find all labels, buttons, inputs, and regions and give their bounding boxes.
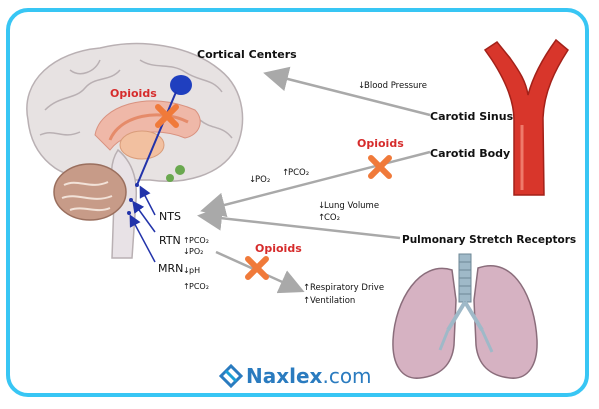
svg-text:↓: ↓ bbox=[318, 201, 325, 211]
annotation-pco2-up: ↑ PCO₂ bbox=[282, 168, 309, 178]
label-mrn: MRN bbox=[158, 262, 183, 275]
annotation-po2-down: ↓ PO₂ bbox=[249, 175, 270, 185]
brand-wordmark: Naxlex.com bbox=[246, 364, 372, 388]
svg-text:PO₂: PO₂ bbox=[255, 175, 270, 185]
svg-text:↓: ↓ bbox=[183, 247, 190, 256]
annotation-mrn-pco2: ↑ PCO₂ bbox=[183, 282, 209, 291]
label-carotid-sinus: Carotid Sinus bbox=[430, 110, 514, 123]
label-opioids: Opioids bbox=[255, 242, 302, 255]
label-carotid-body: Carotid Body bbox=[430, 147, 510, 160]
annotation-rtn-pco2: ↑ PCO₂ bbox=[183, 236, 209, 245]
label-rtn: RTN bbox=[159, 234, 181, 247]
svg-text:Respiratory Drive: Respiratory Drive bbox=[310, 283, 384, 293]
svg-text:↓: ↓ bbox=[249, 175, 256, 185]
naxlex-logo-icon bbox=[218, 363, 244, 389]
svg-text:Lung Volume: Lung Volume bbox=[324, 201, 379, 211]
svg-text:↓: ↓ bbox=[358, 81, 365, 91]
svg-text:PCO₂: PCO₂ bbox=[189, 282, 209, 291]
svg-text:Ventilation: Ventilation bbox=[310, 296, 355, 306]
annotation-rtn-po2: ↓ PO₂ bbox=[183, 247, 203, 256]
carotid-artery-illustration bbox=[483, 38, 569, 196]
svg-text:PO₂: PO₂ bbox=[189, 247, 203, 256]
label-cortical-centers: Cortical Centers bbox=[197, 48, 297, 61]
annotation-lung-volume: ↓ Lung Volume bbox=[318, 201, 379, 211]
opioid-block-x-icon bbox=[368, 155, 392, 179]
svg-text:↑: ↑ bbox=[303, 283, 310, 293]
svg-text:pH: pH bbox=[189, 266, 200, 275]
arrow-carotid-sinus-to-cortex bbox=[263, 66, 431, 117]
label-opioids: Opioids bbox=[110, 87, 157, 100]
label-pulmonary-stretch-receptors: Pulmonary Stretch Receptors bbox=[402, 234, 576, 246]
annotation-respiratory-drive: ↑ Respiratory Drive bbox=[303, 283, 384, 293]
svg-text:↑: ↑ bbox=[183, 282, 190, 291]
svg-text:PCO₂: PCO₂ bbox=[288, 168, 309, 178]
opioid-block-x-icon bbox=[245, 256, 269, 280]
opioid-block-x-icon bbox=[155, 104, 179, 128]
svg-text:↑: ↑ bbox=[282, 168, 289, 178]
svg-text:CO₂: CO₂ bbox=[324, 213, 340, 223]
arrow-carotid-body-to-nts bbox=[200, 150, 431, 218]
svg-text:↓: ↓ bbox=[183, 266, 190, 275]
lungs-illustration bbox=[392, 253, 538, 379]
annotation-blood-pressure: ↓ Blood Pressure bbox=[358, 81, 427, 91]
svg-text:↑: ↑ bbox=[183, 236, 190, 245]
label-nts: NTS bbox=[159, 210, 181, 223]
svg-text:PCO₂: PCO₂ bbox=[189, 236, 209, 245]
annotation-co2: ↑ CO₂ bbox=[318, 213, 340, 223]
annotation-mrn-ph: ↓ pH bbox=[183, 266, 200, 275]
svg-text:↑: ↑ bbox=[303, 296, 310, 306]
arrow-pulmonary-to-nts bbox=[197, 205, 401, 240]
svg-text:↑: ↑ bbox=[318, 213, 325, 223]
annotation-ventilation: ↑ Ventilation bbox=[303, 296, 355, 306]
cortical-center-dot bbox=[170, 75, 192, 95]
brain-illustration bbox=[26, 42, 244, 263]
label-opioids: Opioids bbox=[357, 137, 404, 150]
svg-text:Blood Pressure: Blood Pressure bbox=[364, 81, 427, 91]
